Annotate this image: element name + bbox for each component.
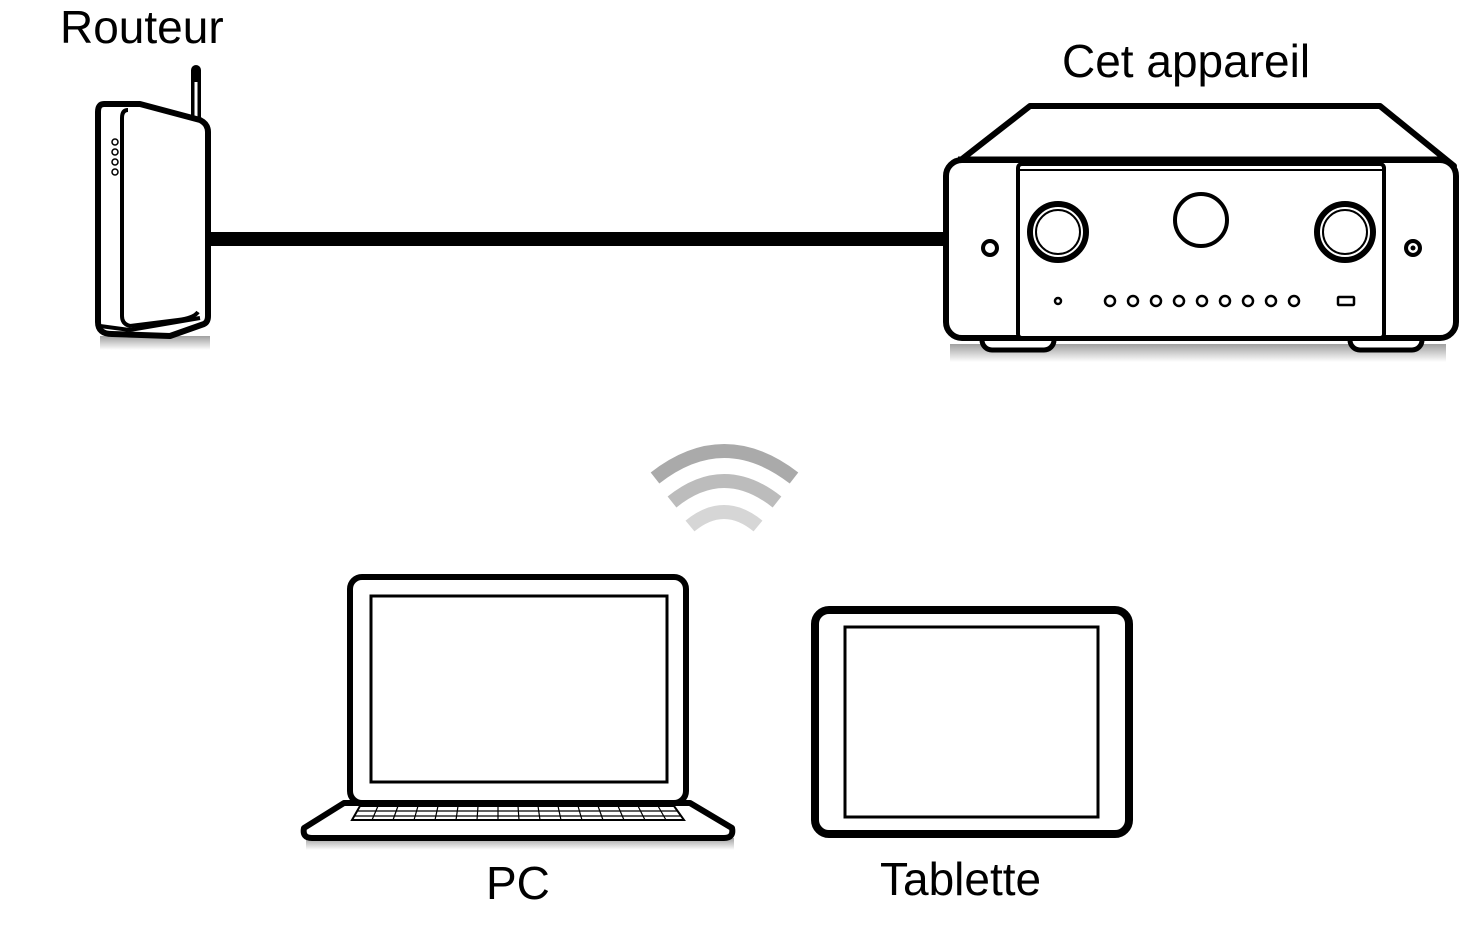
pc-label: PC: [486, 857, 550, 909]
laptop-icon: [300, 574, 736, 850]
device-label: Cet appareil: [1062, 35, 1311, 87]
router-icon: [95, 65, 211, 350]
wifi-signal-icon: [650, 444, 799, 532]
av-receiver-icon: [943, 103, 1459, 362]
tablet-icon: [811, 606, 1133, 838]
tablet-label: Tablette: [880, 853, 1042, 905]
router-label: Routeur: [60, 1, 224, 53]
